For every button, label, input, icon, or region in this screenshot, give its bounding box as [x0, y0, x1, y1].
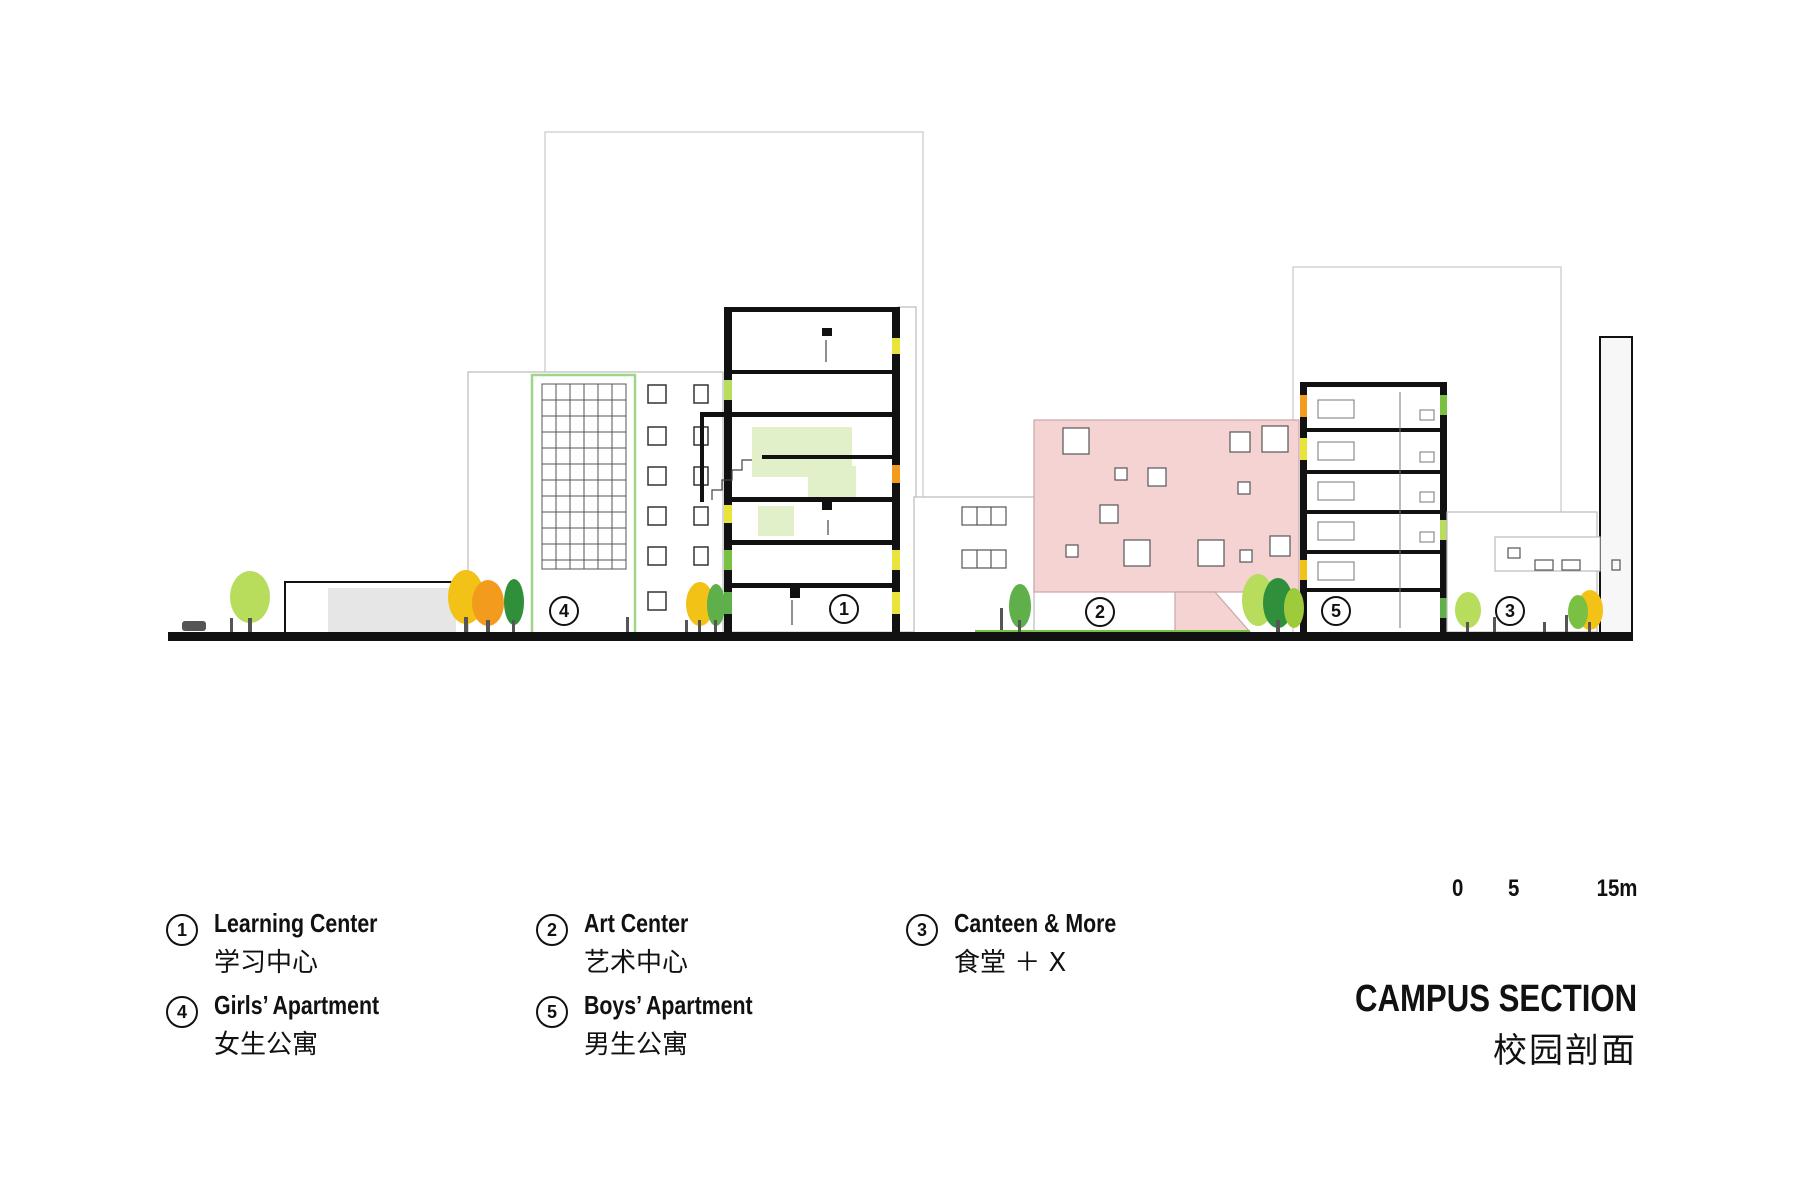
- boys-apartment-rooms: [1317, 392, 1435, 628]
- canteen-windows: [1507, 547, 1621, 571]
- boys-apartment-interior: [1303, 382, 1445, 630]
- legend-item-learning-center: 1 Learning Center 学习中心: [166, 908, 506, 978]
- legend-label-zh: 学习中心: [214, 948, 319, 978]
- title-block: CAMPUS SECTION 校园剖面: [1293, 978, 1637, 1072]
- boys-apartment-panels: [1300, 395, 1447, 618]
- legend-item-art-center: 2 Art Center 艺术中心: [536, 908, 876, 978]
- legend-label-en: Learning Center: [214, 908, 378, 938]
- learning-center-stairs: [711, 340, 829, 625]
- marker-learning-center: 1: [829, 594, 859, 624]
- legend-number: 5: [536, 996, 568, 1028]
- scale-label-0: 0: [1452, 875, 1464, 902]
- low-pavilion-glass: [328, 588, 456, 633]
- legend-label-en: Art Center: [584, 908, 689, 938]
- legend-number: 1: [166, 914, 198, 946]
- girls-apartment-grid: [541, 383, 627, 570]
- ground-line: [168, 632, 1633, 641]
- legend-label-zh: 艺术中心: [584, 948, 689, 978]
- learning-center-room-green: [808, 466, 856, 500]
- scale-bar: 0 5 15m: [1452, 855, 1638, 915]
- legend-number: 3: [906, 914, 938, 946]
- legend-item-girls-apartment: 4 Girls’ Apartment 女生公寓: [166, 990, 506, 1060]
- boys-apartment-structure: [1300, 382, 1447, 632]
- scale-label-5: 5: [1508, 875, 1520, 902]
- trees: [230, 570, 1603, 634]
- canteen-upper: [1494, 536, 1601, 572]
- legend-label-en: Girls’ Apartment: [214, 990, 380, 1020]
- legend-item-boys-apartment: 5 Boys’ Apartment 男生公寓: [536, 990, 876, 1060]
- learning-center-room-green-2: [758, 506, 794, 536]
- learning-center-facade-panels: [724, 338, 900, 614]
- legend-label-zh: 男生公寓: [584, 1030, 689, 1060]
- marker-boys-apartment: 5: [1321, 596, 1351, 626]
- scale-label-15m: 15m: [1596, 875, 1638, 902]
- marker-art-center: 2: [1085, 597, 1115, 627]
- art-center-openings: [1062, 425, 1291, 567]
- learning-center-context: [897, 306, 917, 633]
- legend-label-zh: 食堂 ＋ X: [954, 948, 1067, 978]
- marker-canteen: 3: [1495, 596, 1525, 626]
- legend-label-en: Canteen & More: [954, 908, 1117, 938]
- legend-label-en: Boys’ Apartment: [584, 990, 753, 1020]
- people-and-car: [182, 608, 1568, 632]
- campus-section-drawing: [168, 131, 1633, 641]
- art-center-ramp: [1174, 591, 1252, 633]
- marker-girls-apartment: 4: [549, 596, 579, 626]
- legend-item-canteen: 3 Canteen & More 食堂 ＋ X: [906, 908, 1246, 978]
- title-zh: 校园剖面: [1493, 1031, 1637, 1071]
- connector-windows: [961, 506, 1007, 569]
- tall-building-edge: [1599, 336, 1633, 638]
- legend-label-zh: 女生公寓: [214, 1030, 319, 1060]
- legend-number: 4: [166, 996, 198, 1028]
- legend-number: 2: [536, 914, 568, 946]
- title-en: CAMPUS SECTION: [1354, 978, 1637, 1020]
